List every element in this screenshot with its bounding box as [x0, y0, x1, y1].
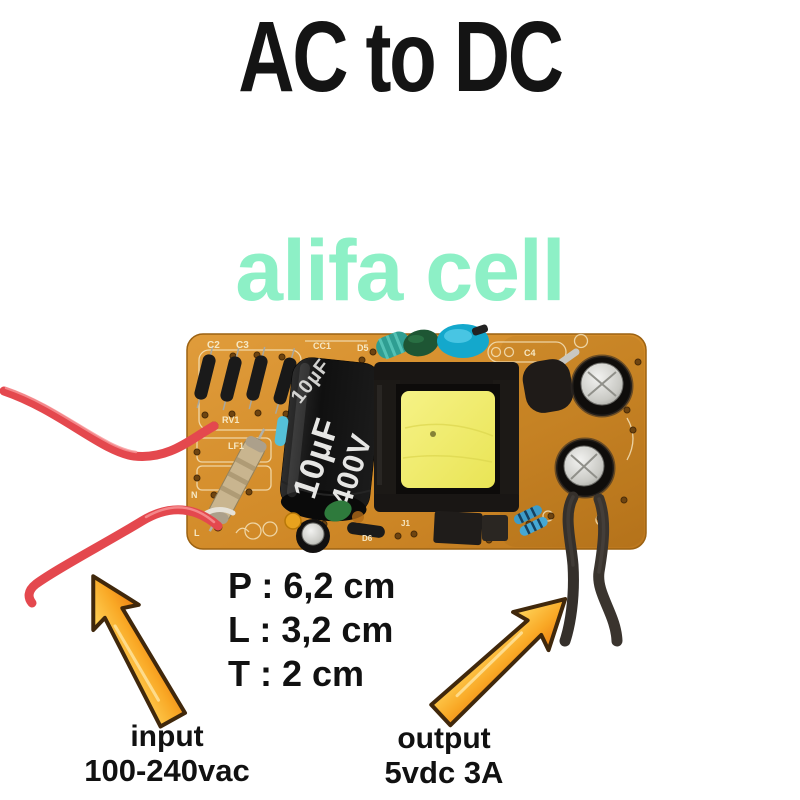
silkscreen-label-d5: D5 — [357, 343, 369, 353]
fuse — [207, 428, 267, 532]
silkscreen-label-cc1: CC1 — [313, 341, 331, 351]
dimensions-block: P : 6,2 cm L : 3,2 cm T : 2 cm — [228, 564, 395, 696]
silkscreen-label-c4: C4 — [524, 348, 536, 358]
silkscreen-label-c3: C3 — [236, 340, 249, 351]
output-annotation: output 5vdc 3A — [334, 722, 554, 790]
small-capacitor — [296, 519, 330, 553]
blue-capacitor-edge — [274, 416, 289, 447]
output-capacitor-2 — [554, 437, 616, 499]
ic-chip — [433, 510, 508, 546]
output-capacitor-1 — [570, 354, 634, 418]
inductor — [376, 331, 410, 360]
silkscreen-label-d6: D6 — [362, 534, 373, 543]
dimension-width: L : 3,2 cm — [228, 609, 394, 650]
silkscreen-label-rv1: RV1 — [222, 415, 239, 425]
input-arrow-icon — [91, 574, 187, 729]
dimension-thickness: T : 2 cm — [228, 653, 365, 694]
input-value: 100-240vac — [84, 753, 250, 788]
output-arrow-icon — [429, 597, 568, 728]
silkscreen-label-l: L — [194, 528, 200, 538]
output-value: 5vdc 3A — [384, 755, 504, 790]
output-label: output — [397, 722, 491, 755]
output-diode — [347, 522, 385, 538]
transformer-tape — [401, 391, 495, 488]
dimension-length: P : 6,2 cm — [228, 565, 396, 606]
small-component — [471, 324, 489, 336]
input-wires — [0, 386, 223, 608]
green-capacitor — [403, 329, 439, 357]
output-wires — [559, 491, 623, 647]
silkscreen-label-n: N — [191, 490, 198, 500]
capacitor-body-side — [522, 359, 574, 413]
silkscreen-label-lf1: LF1 — [228, 441, 244, 451]
rectifier-diodes — [194, 345, 297, 414]
silkscreen-label-c2: C2 — [207, 340, 220, 351]
glue-spot — [352, 511, 364, 523]
blue-resistors — [513, 505, 548, 536]
input-label: input — [130, 720, 204, 753]
silkscreen-label-j1: J1 — [401, 519, 410, 528]
brand-text: alifa cell — [235, 223, 565, 319]
input-annotation: input 100-240vac — [57, 720, 277, 788]
orange-bead — [284, 512, 302, 530]
green-part — [324, 500, 352, 522]
transformer — [374, 362, 519, 512]
page-title: AC to DC — [238, 1, 564, 113]
